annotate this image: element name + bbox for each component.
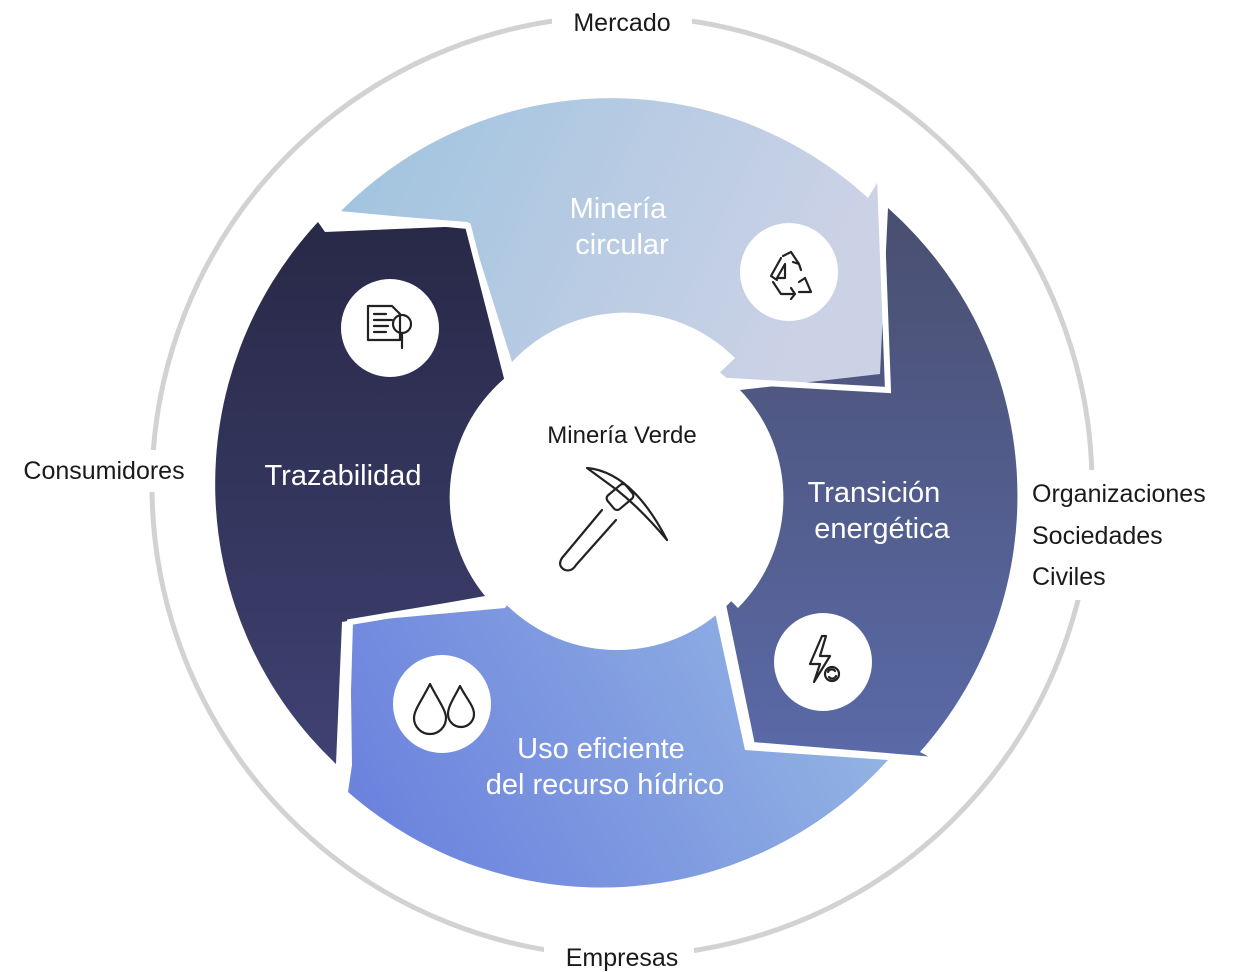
recycle-icon <box>769 250 813 301</box>
separator-circular <box>711 177 892 394</box>
separator-energy <box>717 589 936 763</box>
label-mineria-circular: Minería circular <box>570 193 675 261</box>
label-transicion-energetica: Transición energética <box>808 477 951 545</box>
center-title: Minería Verde <box>547 422 696 449</box>
segment-uso-eficiente <box>348 595 888 888</box>
outer-ring <box>130 4 1110 972</box>
outer-label-organizaciones: Organizaciones Sociedades Civiles <box>1032 480 1213 591</box>
recycle-icon-badge <box>740 223 838 321</box>
outer-label-mercado: Mercado <box>573 9 670 37</box>
water-drops-icon <box>412 682 476 736</box>
outer-label-consumidores: Consumidores <box>23 457 184 485</box>
document-search-icon-badge <box>341 279 439 377</box>
center-circle <box>459 334 775 650</box>
segment-separators <box>317 177 936 796</box>
ring-gap-bottom <box>544 938 694 972</box>
separator-trace <box>317 209 511 383</box>
segment-transicion-energetica <box>720 208 1018 760</box>
ring-gap-right <box>1070 470 1110 600</box>
outer-label-empresas: Empresas <box>566 944 679 972</box>
label-trazabilidad: Trazabilidad <box>265 460 422 492</box>
label-uso-eficiente: Uso eficiente del recurso hídrico <box>486 733 725 801</box>
pickaxe-icon <box>558 466 669 572</box>
energy-bolt-icon <box>808 634 841 684</box>
energy-bolt-icon-badge <box>774 613 872 711</box>
ring-gap-left <box>130 450 170 492</box>
document-search-icon <box>366 304 413 350</box>
separator-water <box>342 592 513 796</box>
segment-trazabilidad <box>215 222 505 764</box>
segment-mineria-circular <box>340 98 888 390</box>
ring-gap-top <box>552 4 692 36</box>
